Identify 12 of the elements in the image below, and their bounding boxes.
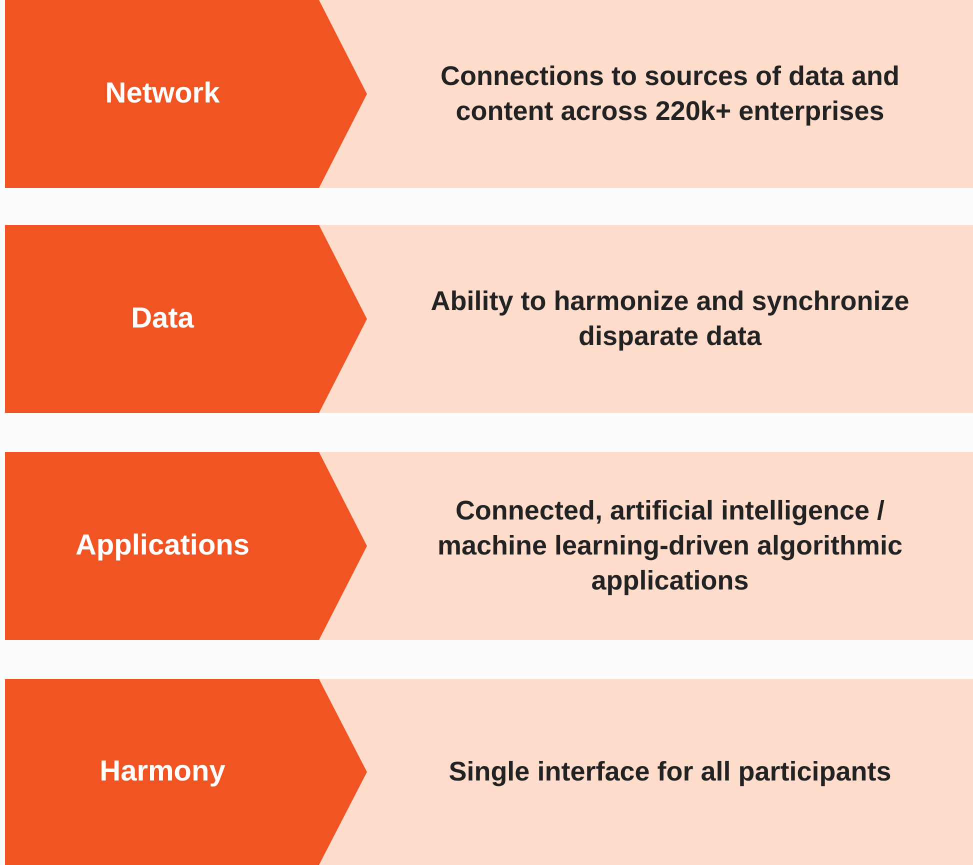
chevron-shape — [5, 225, 367, 413]
description-text: Ability to harmonize and synchronize disparate data — [430, 285, 910, 353]
chevron-label: Data — [130, 302, 195, 336]
chevron-label: Harmony — [98, 756, 226, 788]
chevron-label: Network — [104, 78, 221, 110]
chevron-label: Applications — [74, 530, 250, 562]
chevron-shape — [5, 679, 367, 865]
chevron-shape — [5, 452, 367, 640]
description-text: Single interface for all participants — [448, 756, 892, 788]
description-text: Connections to sources of data and content across 220k+ enterprises — [439, 60, 901, 128]
chevron-shape — [5, 0, 367, 188]
description-text: Connected, artificial intelligence / machine learning-driven algorithmic applications — [436, 494, 904, 598]
